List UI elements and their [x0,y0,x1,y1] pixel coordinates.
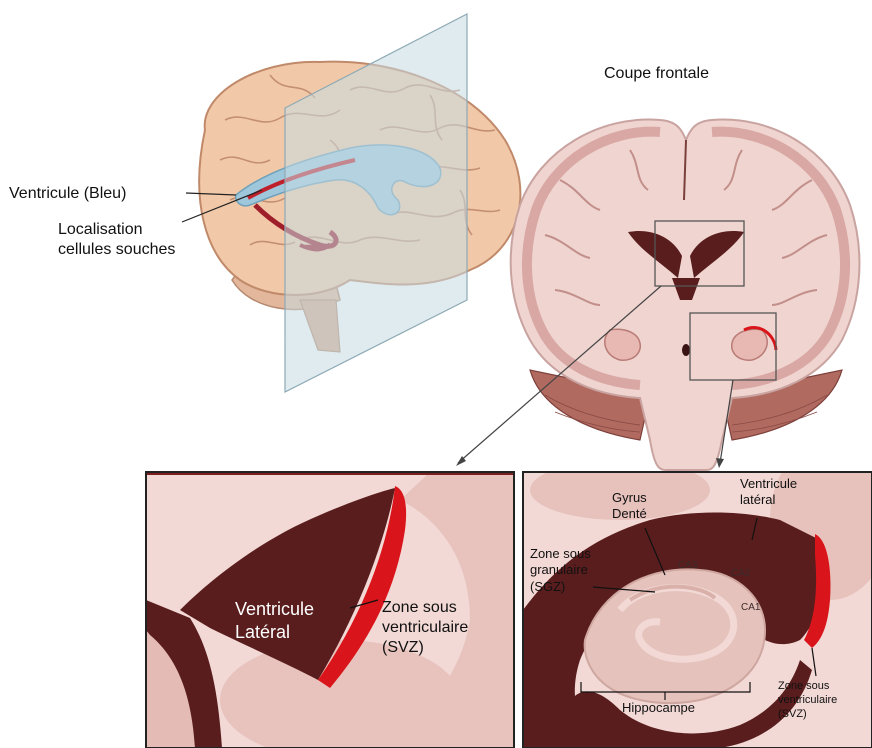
ventricle-blue-label: Ventricule (Bleu) [9,184,126,204]
ca1-label: CA1 [741,602,760,615]
stem-cell-location-label: Localisation cellules souches [58,220,175,260]
section-title: Coupe frontale [604,64,709,84]
ca2-label: CA2 [731,568,750,581]
ventricle-lateral-right-label: Ventricule latéral [740,476,797,509]
svz-left-label: Zone sous ventriculaire (SVZ) [382,598,468,658]
ventricle-lateral-left-label: Ventricule Latéral [235,598,314,643]
hippocampe-label: Hippocampe [622,700,695,716]
svz-right-label: Zone sous ventriculaire (SVZ) [778,680,837,721]
sgz-label: Zone sous granulaire (SGZ) [530,546,591,595]
ca3-label: CA3 [678,560,697,573]
gyrus-dente-label: Gyrus Denté [612,490,647,523]
brain-3d-illustration [199,14,520,392]
